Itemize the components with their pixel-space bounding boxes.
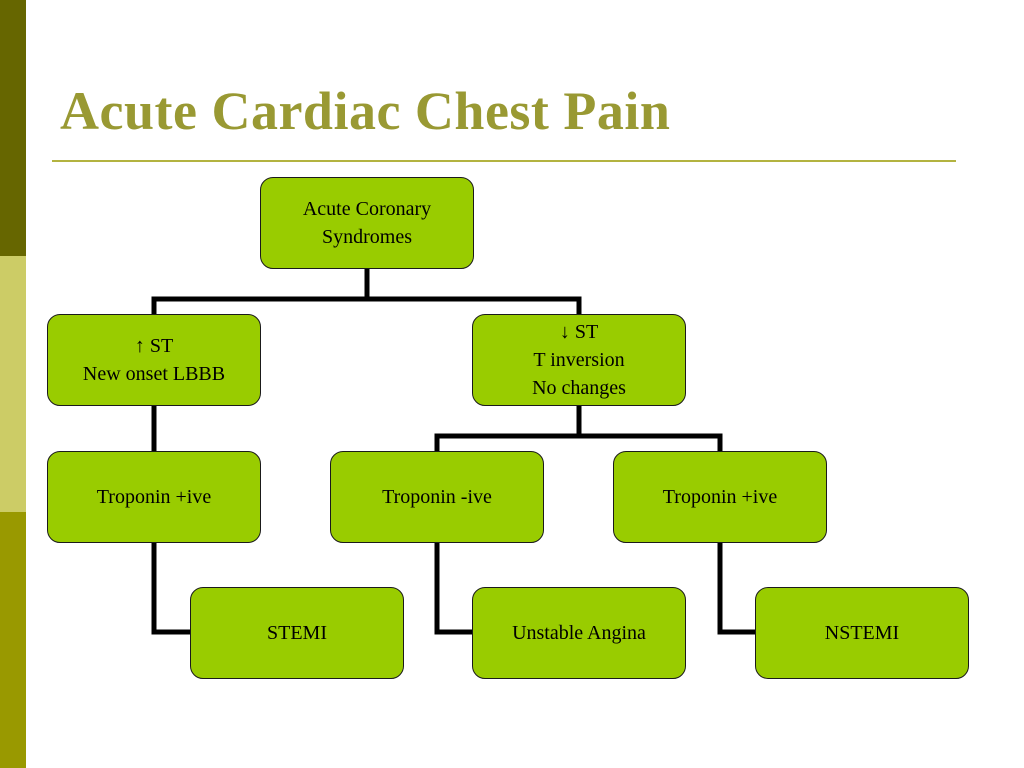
node-stemi: STEMI [190,587,404,679]
node-acute-coronary-syndromes: Acute Coronary Syndromes [260,177,474,269]
side-band-light [0,256,26,512]
node-line: Troponin +ive [96,486,212,508]
node-nstemi: NSTEMI [755,587,969,679]
node-line: No changes [532,377,626,399]
node-troponin-negative: Troponin -ive [330,451,544,543]
connector-st-depression-to-troponin-neg [434,433,579,451]
node-st-elevation: ↑ ST New onset LBBB [47,314,261,406]
node-line: NSTEMI [824,622,900,644]
connector-st-depression-to-troponin-pos [579,433,723,451]
title-underline [52,160,956,162]
node-line: Troponin +ive [662,486,778,508]
connector-troponin-to-stemi [151,541,190,635]
node-troponin-positive-right: Troponin +ive [613,451,827,543]
node-line: Acute Coronary [302,198,432,220]
side-band-dark [0,0,26,256]
node-line: Troponin -ive [382,486,492,508]
connector-acs-to-st-elevation [151,296,367,314]
connector-troponin-neg-to-unstable-angina [434,541,473,635]
node-line: ↑ ST [134,335,174,357]
node-st-depression: ↓ ST T inversion No changes [472,314,686,406]
node-unstable-angina: Unstable Angina [472,587,686,679]
node-line: New onset LBBB [82,363,226,385]
node-line: Unstable Angina [512,622,646,644]
node-line: Syndromes [322,226,412,248]
connector-troponin-pos-to-nstemi [717,541,756,635]
node-line: STEMI [267,622,327,644]
connector-acs-to-st-depression [367,296,582,314]
side-band-olive [0,512,26,768]
node-troponin-positive-left: Troponin +ive [47,451,261,543]
slide-title: Acute Cardiac Chest Pain [60,81,671,141]
node-line: ↓ ST [559,321,599,343]
node-line: T inversion [533,349,625,371]
